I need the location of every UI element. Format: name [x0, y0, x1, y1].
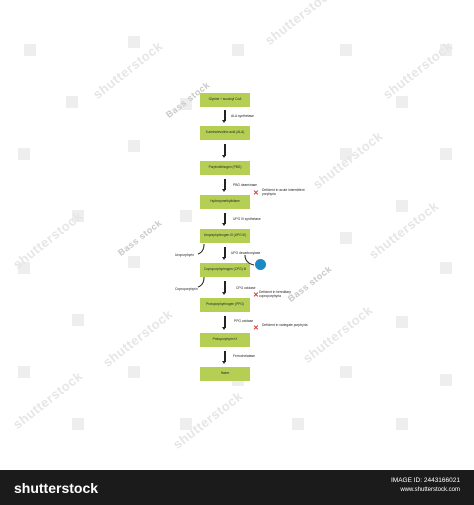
- deficiency-cross-icon: ✕: [253, 292, 259, 299]
- watermark-square: [440, 262, 452, 274]
- watermark-text: shutterstock: [380, 38, 456, 102]
- box-glycine-succinyl-coa: Glycine + succinyl CoA: [200, 93, 250, 107]
- arrow-down: [222, 316, 226, 330]
- enzyme-label: CPG oxidase: [236, 286, 256, 290]
- watermark-square: [128, 366, 140, 378]
- arrow-down: [222, 213, 226, 226]
- watermark-square: [180, 210, 192, 222]
- side-branch-curve: [197, 276, 205, 288]
- box-protoporphyrin-ix: Protoporphyrin IX: [200, 333, 250, 347]
- box-protoporphyrinogen: Protoporphyrinogen (PPG): [200, 298, 250, 312]
- side-product-uroporphyrin: Uroporphyrin: [175, 253, 195, 257]
- deficiency-cross-icon: ✕: [253, 325, 259, 332]
- watermark-credit: Bass stock: [116, 217, 164, 258]
- watermark-square: [292, 418, 304, 430]
- watermark-square: [72, 314, 84, 326]
- side-branch-curve: [197, 243, 205, 255]
- arrow-down: [222, 144, 226, 158]
- branch-curve: [244, 254, 255, 266]
- watermark-text: shutterstock: [262, 0, 338, 48]
- watermark-square: [440, 44, 452, 56]
- arrow-down: [222, 110, 226, 123]
- watermark-square: [18, 366, 30, 378]
- image-id: IMAGE ID: 2443166021: [390, 477, 460, 484]
- brand-logo: shutterstock: [14, 480, 99, 496]
- watermark-square: [396, 200, 408, 212]
- watermark-square: [128, 36, 140, 48]
- site-url: www.shutterstock.com: [400, 487, 460, 493]
- enzyme-label: PPG oxidase: [234, 319, 254, 323]
- watermark-square: [72, 418, 84, 430]
- watermark-square: [180, 98, 192, 110]
- watermark-square: [396, 418, 408, 430]
- box-hydroxymethylbilane: Hydroxymethylbilane: [200, 195, 250, 209]
- deficiency-cross-icon: ✕: [253, 190, 259, 197]
- arrow-down: [222, 281, 226, 295]
- diagram-canvas: shutterstock shutterstock shutterstock s…: [10, 0, 456, 452]
- deficiency-label: Deficient in hereditary coproporphyria: [259, 290, 291, 298]
- watermark-square: [128, 140, 140, 152]
- watermark-square: [396, 96, 408, 108]
- side-product-coproporphyrin: Coproporphyrin: [175, 287, 198, 291]
- deficiency-label: Deficient in variegate porphyria: [262, 323, 308, 327]
- box-porphobilinogen: Porphobilinogen (PBG): [200, 161, 250, 175]
- watermark-square: [232, 44, 244, 56]
- watermark-square: [340, 232, 352, 244]
- watermark-square: [180, 418, 192, 430]
- watermark-square: [440, 148, 452, 160]
- enzyme-label: ALA synthetase: [231, 114, 254, 118]
- watermark-text: shutterstock: [100, 306, 176, 370]
- watermark-square: [440, 374, 452, 386]
- arrow-down: [222, 351, 226, 364]
- watermark-square: [128, 256, 140, 268]
- box-coproporphyrinogen-iii: Coproporphyrinogen (CPG) III: [200, 263, 250, 277]
- arrow-down: [222, 247, 226, 260]
- watermark-square: [18, 148, 30, 160]
- watermark-square: [340, 44, 352, 56]
- watermark-text: shutterstock: [10, 208, 86, 272]
- watermark-text: shutterstock: [300, 302, 376, 366]
- box-haem: Haem: [200, 367, 250, 381]
- box-ala: δ-aminolevulinic acid (ALA): [200, 126, 250, 140]
- footer-bar: shutterstock IMAGE ID: 2443166021 www.sh…: [0, 470, 474, 505]
- enzyme-label: UPG III synthetase: [233, 217, 261, 221]
- marker-dot: [255, 259, 266, 270]
- watermark-square: [340, 366, 352, 378]
- box-uroporphyrinogen-iii: Uroporphyrinogen III (UPG III): [200, 229, 250, 243]
- enzyme-label: PBG deaminase: [233, 183, 258, 187]
- watermark-text: shutterstock: [310, 128, 386, 192]
- watermark-square: [24, 44, 36, 56]
- deficiency-label: Deficient in acute intermittent porphyri…: [262, 188, 305, 196]
- watermark-square: [18, 262, 30, 274]
- enzyme-label: UPG decarboxylase: [231, 251, 261, 255]
- arrow-down: [222, 179, 226, 192]
- watermark-square: [72, 210, 84, 222]
- watermark-square: [66, 96, 78, 108]
- watermark-square: [396, 316, 408, 328]
- enzyme-label: Ferrochelatase: [233, 354, 255, 358]
- watermark-square: [340, 148, 352, 160]
